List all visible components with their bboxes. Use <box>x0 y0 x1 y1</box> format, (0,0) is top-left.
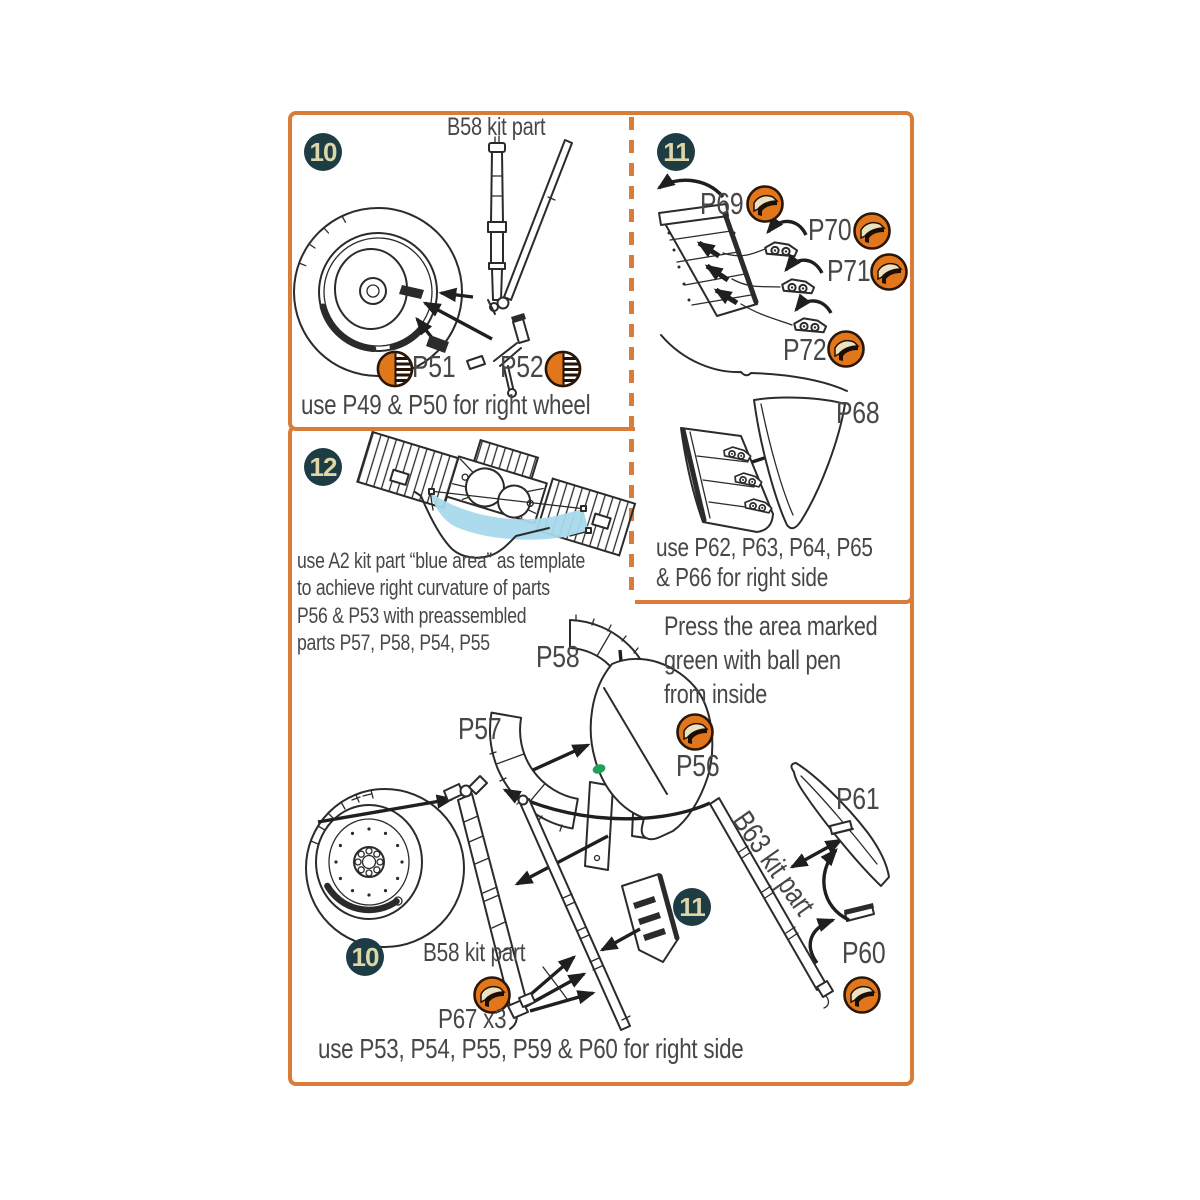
p51-label: P51 <box>412 349 456 384</box>
arrow <box>317 794 455 824</box>
step10-caption: use P49 & P50 for right wheel <box>301 389 591 420</box>
gear-leg-drawing <box>487 135 573 315</box>
p59-hinge-strip-drawing <box>808 847 875 964</box>
p70-label: P70 <box>808 212 852 247</box>
wing-center-section <box>445 438 548 525</box>
wing-panel-left <box>356 430 460 510</box>
b58-kit-part-label: B58 kit part <box>447 113 546 141</box>
double-arrow <box>789 838 844 869</box>
fold-arrow <box>784 253 824 274</box>
gear-fairing-part <box>589 657 714 841</box>
arrow <box>514 834 609 886</box>
resin-fold-icon <box>853 212 891 250</box>
step11-caption-line1: use P62, P63, P64, P65 <box>656 532 873 562</box>
press-note-line3: from inside <box>664 679 767 709</box>
group-brace <box>660 334 848 392</box>
arrow <box>422 301 493 341</box>
fuselage-outline <box>420 495 550 559</box>
main-drawing <box>305 614 890 1031</box>
resin-fold-icon <box>843 976 881 1014</box>
step-badge-10-main: 10 <box>346 938 384 976</box>
arrow <box>532 743 591 772</box>
resin-saw-icon <box>546 352 580 386</box>
fold-arrow <box>794 293 833 314</box>
main-wheel-drawing <box>305 788 465 948</box>
arrow <box>438 287 474 303</box>
step12-drawing <box>356 430 637 559</box>
main-gear-strut-drawing <box>443 775 527 1030</box>
b58-kit-part-label-main: B58 kit part <box>423 937 526 967</box>
p57-label: P57 <box>458 711 502 746</box>
step-badge-12: 12 <box>304 448 342 486</box>
step-badge-10: 10 <box>304 133 342 171</box>
hinge-bracket-part <box>792 316 828 334</box>
step11-caption-line2: & P66 for right side <box>656 562 829 592</box>
step10-drawing <box>293 135 580 398</box>
small-flap-assembly-drawing <box>599 873 680 963</box>
green-press-mark <box>592 764 606 774</box>
p69-label: P69 <box>700 186 744 221</box>
dashed-panel-divider <box>629 117 634 594</box>
step11-drawing <box>656 173 908 533</box>
p58-label: P58 <box>536 639 580 674</box>
p60-label: P60 <box>842 935 886 970</box>
step-badge-11-main: 11 <box>673 888 711 926</box>
leader-line <box>740 303 793 326</box>
resin-fold-icon <box>870 253 908 291</box>
torque-link-drawing <box>466 313 530 398</box>
assembled-flap-drawing <box>680 427 774 533</box>
p72-label: P72 <box>783 332 827 367</box>
step12-caption-line2: to achieve right curvature of parts <box>297 575 550 600</box>
main-caption: use P53, P54, P55, P59 & P60 for right s… <box>318 1033 744 1064</box>
leader-line <box>722 248 766 257</box>
hinge-bracket-part <box>780 277 816 295</box>
resin-fold-icon <box>746 185 784 223</box>
chock-part <box>426 335 449 353</box>
step-badge-11: 11 <box>657 133 695 171</box>
step12-caption-line1: use A2 kit part “blue area” as template <box>297 548 586 573</box>
hinge-bracket-part <box>763 240 799 258</box>
p68-label: P68 <box>836 395 880 430</box>
p71-label: P71 <box>827 253 871 288</box>
step12-caption-line3: P56 & P53 with preassembled <box>297 603 527 628</box>
flap-plate-drawing <box>658 203 759 317</box>
press-note-line1: Press the area marked <box>664 611 878 641</box>
resin-fold-icon <box>676 713 714 751</box>
p67-label: P67 x3 <box>438 1003 507 1034</box>
resin-saw-icon <box>378 352 412 386</box>
p56-label: P56 <box>676 748 720 783</box>
p61-gear-door-drawing <box>790 762 890 887</box>
resin-fold-icon <box>827 330 865 368</box>
p61-label: P61 <box>836 781 880 816</box>
step12-caption-line4: parts P57, P58, P54, P55 <box>297 630 490 655</box>
press-note-line2: green with ball pen <box>664 645 841 675</box>
p52-label: P52 <box>500 349 544 384</box>
leader-line <box>731 278 781 288</box>
b58-retraction-strut-drawing <box>517 794 631 1031</box>
p67-bolt-parts-drawing <box>507 955 596 1019</box>
p68-flap-skin-drawing <box>753 396 846 530</box>
b63-strut-drawing <box>709 797 834 1009</box>
fold-arrow <box>766 215 808 236</box>
fold-arrow <box>656 173 725 199</box>
